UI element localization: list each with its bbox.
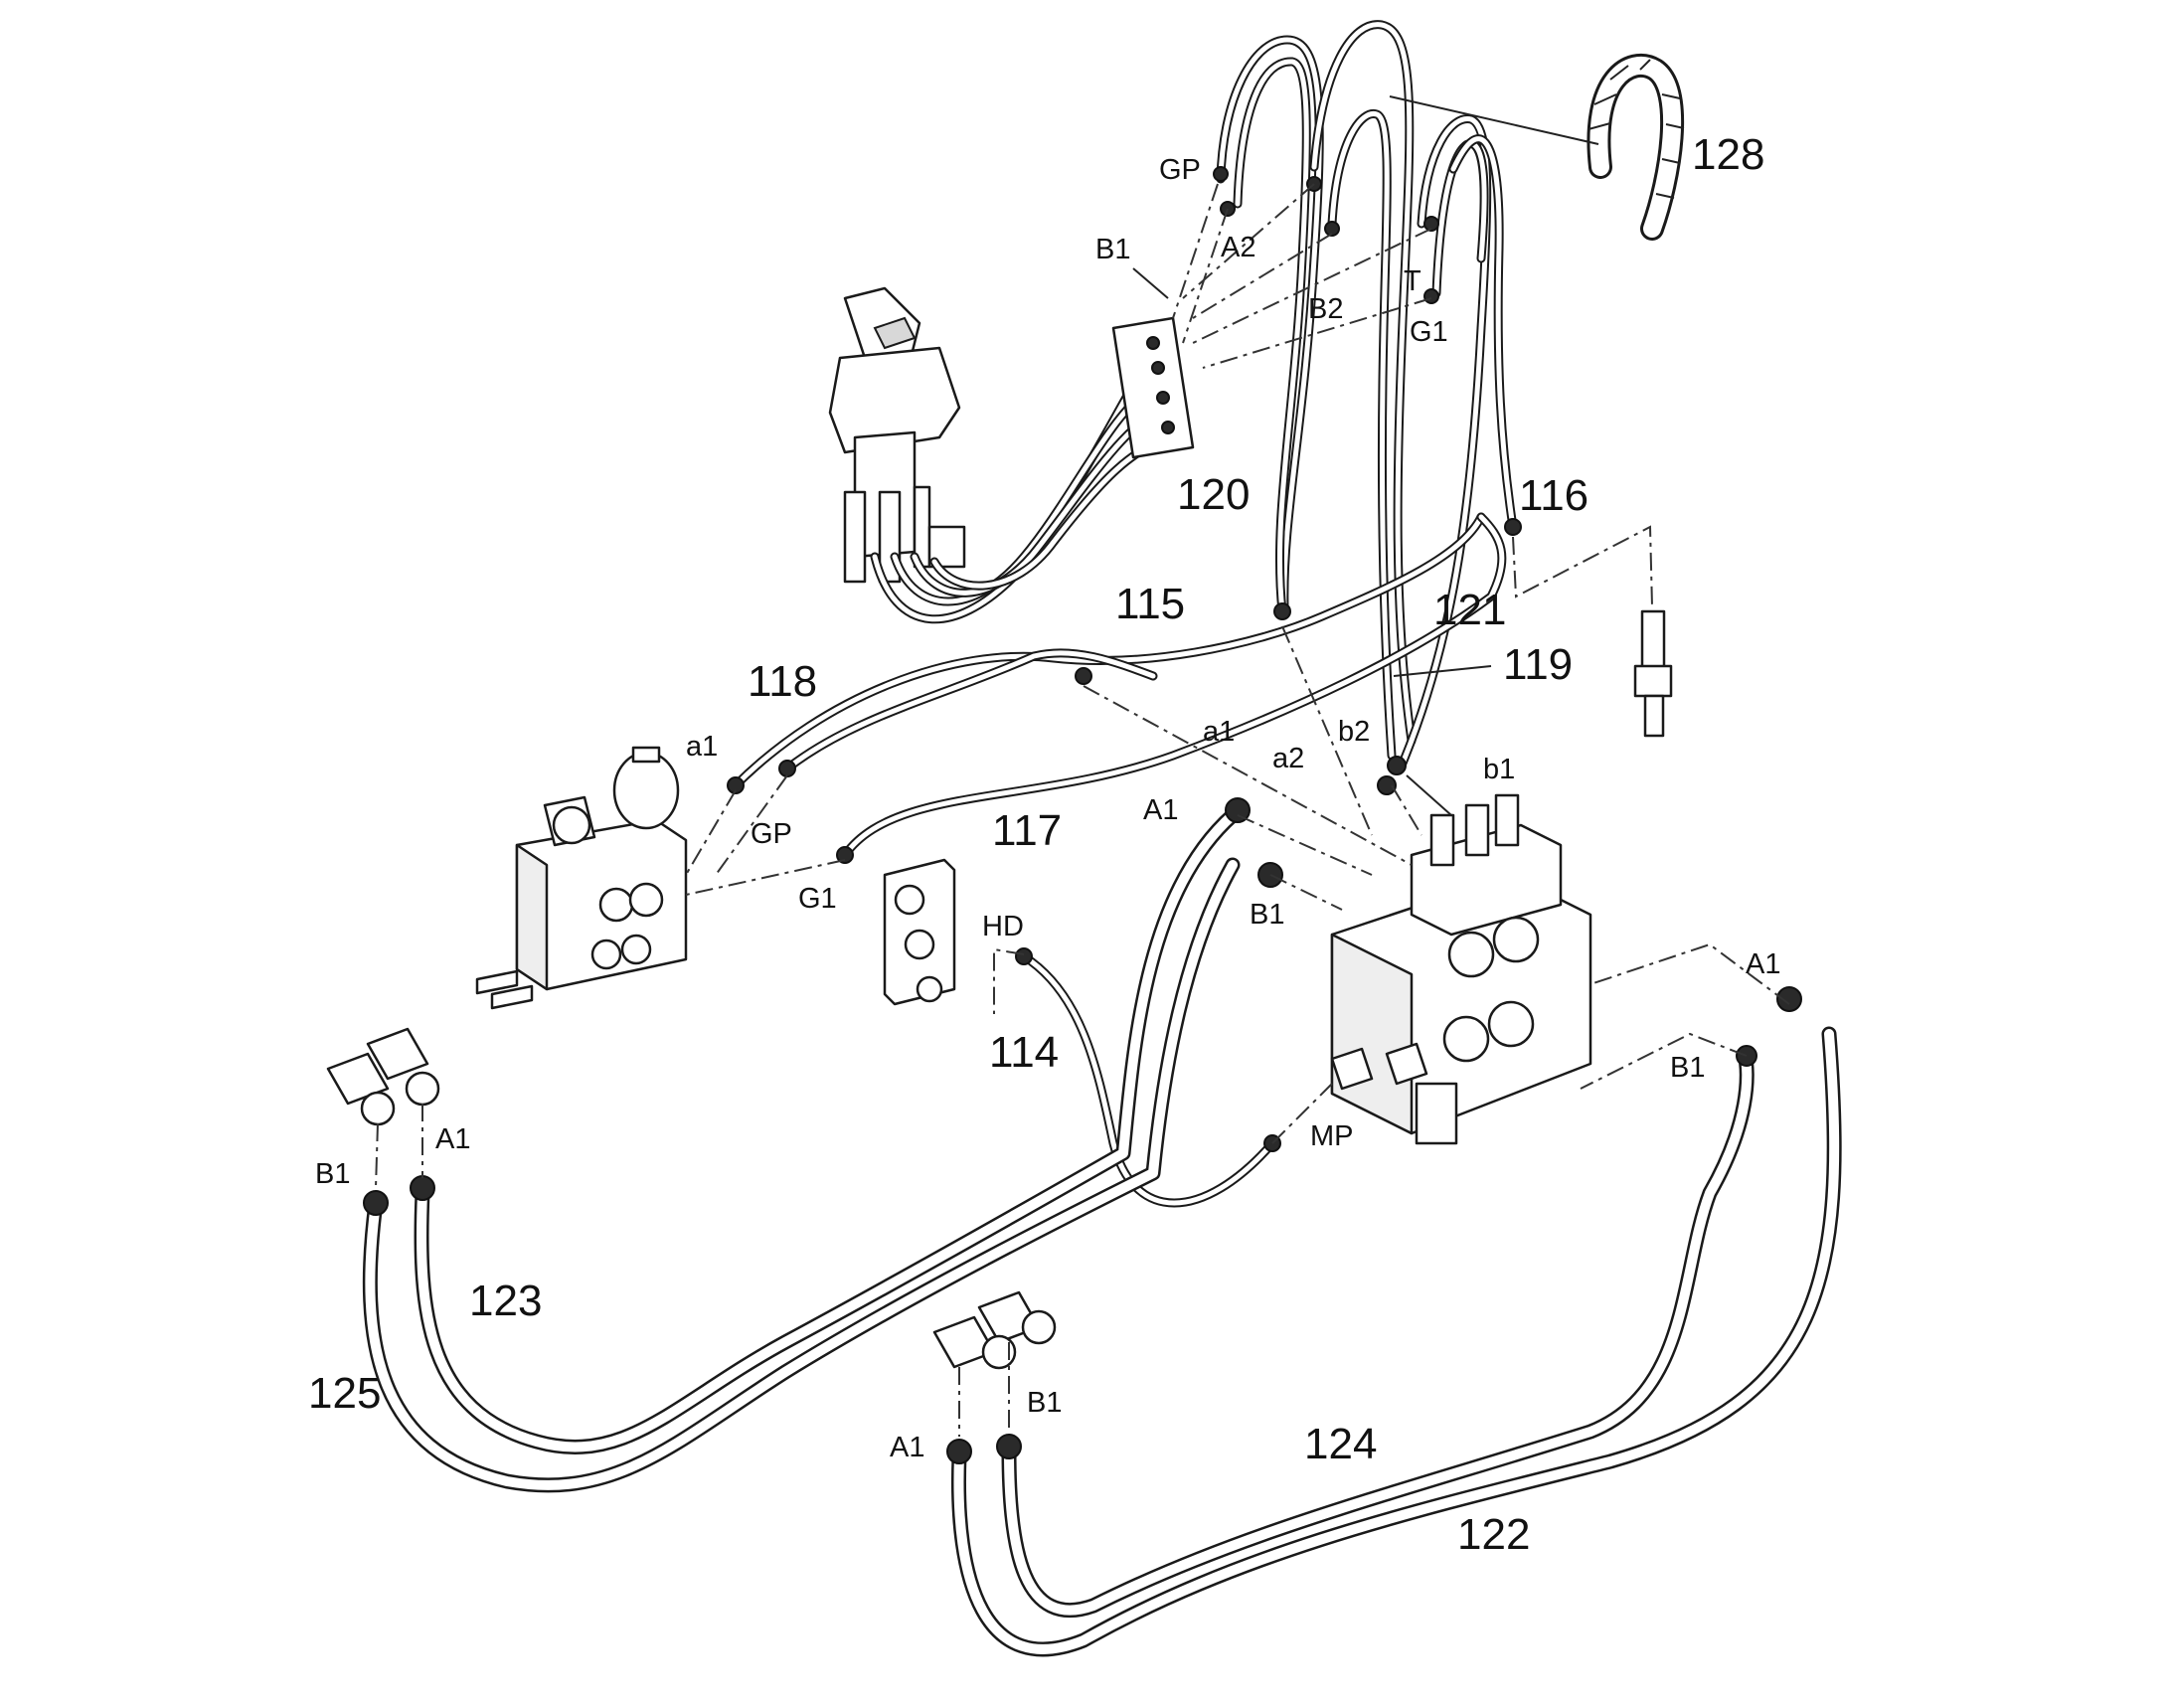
label-120: 120: [1177, 470, 1250, 519]
port-b1-top: B1: [1095, 234, 1130, 265]
part-number-labels: 114 115 116 117 118 119 120 121 122 123 …: [308, 130, 1764, 1559]
port-b2-mid: b2: [1338, 716, 1370, 748]
label-115: 115: [1115, 580, 1185, 628]
port-a1-bottom: A1: [890, 1432, 924, 1463]
hose-119: [1309, 20, 1417, 761]
label-119: 119: [1503, 640, 1573, 689]
port-b1-mid: b1: [1483, 754, 1515, 785]
label-118: 118: [748, 657, 817, 706]
port-b2-top: B2: [1308, 293, 1343, 325]
label-124: 124: [1304, 1420, 1377, 1468]
hd-bracket-block: [883, 858, 956, 1006]
connection-lines: [375, 183, 1790, 1437]
hose-114: [1019, 951, 1277, 1208]
hose-124: [1001, 1046, 1755, 1619]
port-a2-mid: a2: [1272, 743, 1304, 774]
elbow-fittings-bottom: [932, 1290, 1057, 1370]
hose-120: [1216, 35, 1324, 616]
port-b1-bottom: B1: [1027, 1387, 1062, 1419]
port-labels: GP B1 A2 B2 T G1 a1 GP G1 a1 a2 b2 b1 A1…: [315, 154, 1780, 1463]
elbow-fittings-left: [326, 1027, 440, 1126]
port-g1-left: G1: [798, 883, 837, 915]
port-b1-lower-left: B1: [315, 1158, 350, 1190]
port-b1-right: B1: [1670, 1052, 1705, 1084]
port-a1-mid: a1: [1203, 716, 1235, 748]
hose-121-116: [1397, 114, 1518, 770]
port-gp-top: GP: [1159, 154, 1201, 186]
hose-122: [951, 1026, 1842, 1657]
label-122: 122: [1457, 1510, 1530, 1559]
port-mp: MP: [1310, 1120, 1354, 1152]
label-121: 121: [1433, 586, 1506, 634]
port-a1-left: a1: [686, 731, 718, 763]
hose-125: [362, 857, 1241, 1493]
main-control-valve: [1330, 793, 1592, 1145]
leader-lines: [1132, 95, 1599, 816]
label-125: 125: [308, 1369, 381, 1418]
port-a1-valve: A1: [1143, 794, 1178, 826]
port-hd: HD: [982, 911, 1024, 942]
hose-117: [840, 512, 1507, 860]
label-116: 116: [1519, 471, 1588, 520]
label-123: 123: [469, 1277, 542, 1325]
port-a2-top: A2: [1221, 232, 1255, 263]
port-b1-valve: B1: [1250, 899, 1284, 931]
label-114: 114: [989, 1028, 1059, 1077]
spiral-sleeve-128: [1587, 54, 1685, 241]
hose-fittings: [363, 166, 1802, 1464]
hose-115: [731, 512, 1486, 790]
hose-123: [414, 807, 1241, 1454]
label-117: 117: [992, 806, 1062, 855]
accumulator-valve-block: [475, 746, 688, 1010]
joystick-cable-bundle: [870, 363, 1178, 624]
joystick-assembly: [828, 286, 1195, 624]
port-t-top: T: [1404, 265, 1421, 297]
port-g1-top: G1: [1410, 316, 1448, 348]
port-a1-lower-left: A1: [435, 1123, 470, 1155]
label-128: 128: [1692, 130, 1764, 179]
pin-fitting: [1633, 609, 1673, 738]
port-gp-left: GP: [751, 818, 792, 850]
port-a1-right: A1: [1746, 948, 1780, 980]
hose-118: [782, 648, 1158, 773]
